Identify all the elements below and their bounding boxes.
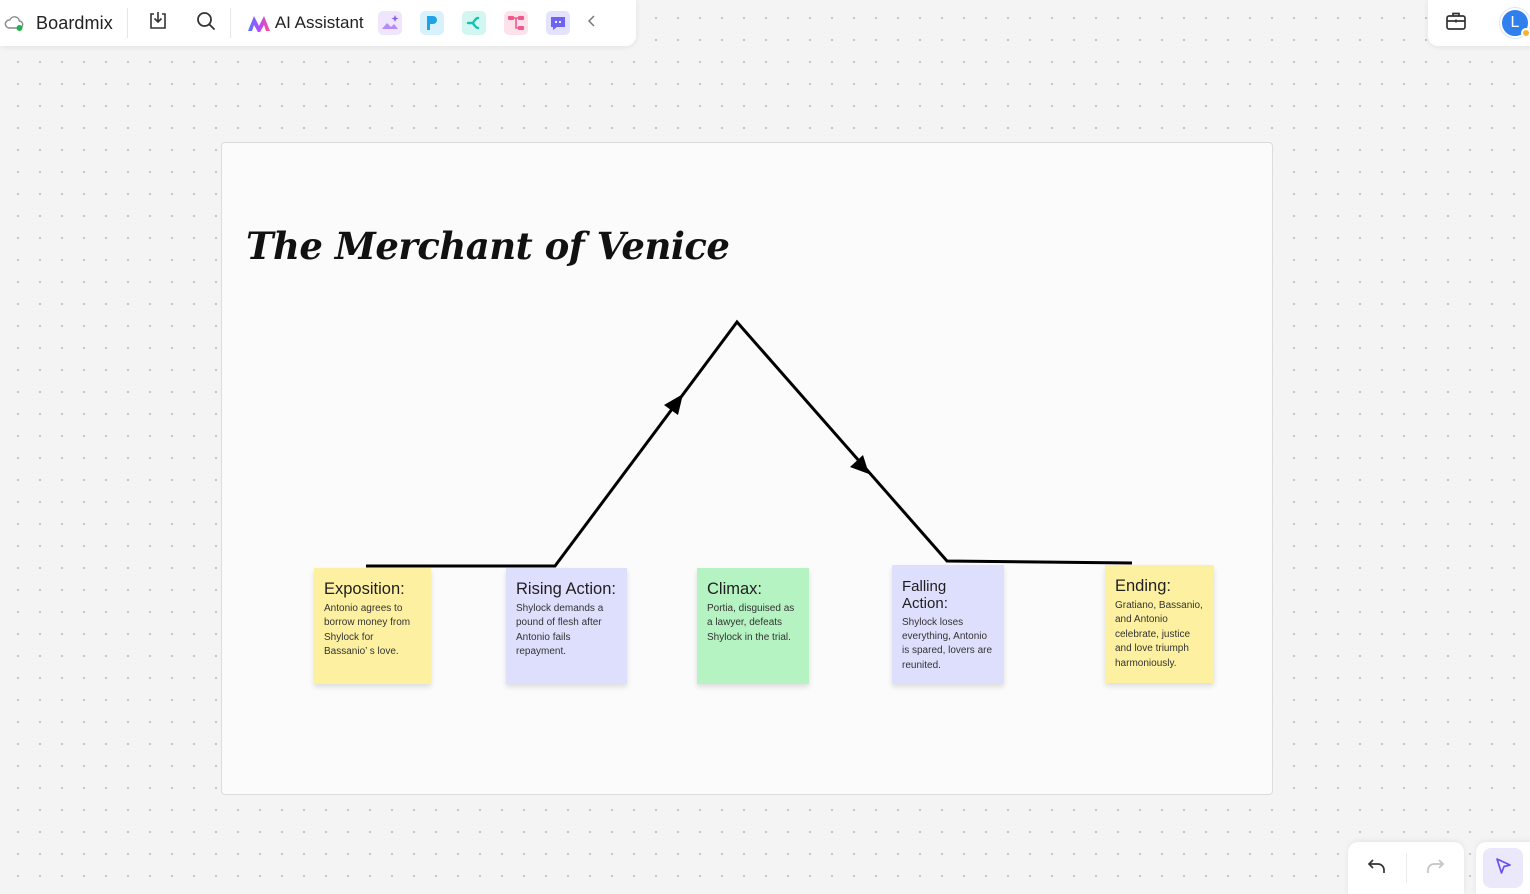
redo-button[interactable] bbox=[1406, 842, 1464, 894]
export-button[interactable] bbox=[134, 0, 182, 46]
download-icon bbox=[147, 10, 169, 37]
sticky-note-falling-action[interactable]: Falling Action: Shylock loses everything… bbox=[892, 565, 1004, 684]
note-heading: Exposition: bbox=[324, 580, 405, 598]
undo-icon bbox=[1367, 857, 1387, 880]
falling-arrowhead bbox=[850, 455, 869, 474]
note-body: Shylock loses everything, Antonio is spa… bbox=[902, 616, 993, 671]
board-title[interactable]: The Merchant of Venice bbox=[246, 224, 730, 268]
toolbox-button[interactable] bbox=[1428, 0, 1484, 46]
ai-chat-icon[interactable] bbox=[545, 11, 570, 35]
note-body: Gratiano, Bassanio, and Antonio celebrat… bbox=[1115, 599, 1203, 669]
toolbox-icon bbox=[1445, 11, 1467, 36]
note-heading: Rising Action: bbox=[516, 580, 616, 598]
tool-panel bbox=[1476, 842, 1530, 894]
redo-icon bbox=[1425, 857, 1445, 880]
presentation-icon[interactable] bbox=[419, 11, 444, 35]
sticky-note-ending[interactable]: Ending: Gratiano, Bassanio, and Antonio … bbox=[1105, 565, 1214, 683]
note-heading: Falling Action: bbox=[902, 578, 948, 613]
history-divider bbox=[1405, 853, 1407, 883]
ai-assistant-icon bbox=[247, 14, 271, 34]
search-button[interactable] bbox=[182, 0, 230, 46]
cloud-sync-icon bbox=[2, 11, 26, 35]
select-tool-button[interactable] bbox=[1483, 848, 1523, 888]
brand-name: Boardmix bbox=[36, 12, 113, 33]
flowchart-icon[interactable] bbox=[503, 11, 528, 35]
toolbar-divider bbox=[126, 8, 128, 38]
sticky-note-exposition[interactable]: Exposition: Antonio agrees to borrow mon… bbox=[314, 568, 431, 684]
note-body: Portia, disguised as a lawyer, defeats S… bbox=[707, 602, 795, 643]
brand[interactable]: Boardmix bbox=[0, 0, 127, 46]
mindmap-icon[interactable] bbox=[461, 11, 486, 35]
board-frame[interactable] bbox=[221, 142, 1273, 795]
plot-line[interactable] bbox=[366, 319, 1133, 568]
sticky-note-climax[interactable]: Climax: Portia, disguised as a lawyer, d… bbox=[697, 568, 809, 684]
note-heading: Ending: bbox=[1115, 577, 1171, 595]
top-right-toolbar: L bbox=[1428, 0, 1530, 46]
note-body: Antonio agrees to borrow money from Shyl… bbox=[324, 602, 411, 658]
note-heading: Climax: bbox=[707, 580, 763, 598]
sticky-note-rising-action[interactable]: Rising Action: Shylock demands a pound o… bbox=[506, 568, 627, 684]
collapse-toolbar-button[interactable] bbox=[582, 0, 602, 46]
avatar[interactable]: L bbox=[1500, 8, 1530, 38]
avatar-initial: L bbox=[1510, 14, 1520, 31]
ai-assistant-button[interactable]: AI Assistant bbox=[231, 0, 588, 46]
toolbar-divider bbox=[229, 8, 231, 38]
history-controls bbox=[1348, 842, 1464, 894]
pointer-icon bbox=[1493, 856, 1513, 881]
ai-image-icon[interactable] bbox=[377, 11, 402, 35]
rising-arrowhead bbox=[664, 394, 683, 415]
main-toolbar: Boardmix AI Assistant bbox=[0, 0, 636, 46]
search-icon bbox=[195, 10, 217, 37]
note-body: Shylock demands a pound of flesh after A… bbox=[516, 602, 604, 658]
chevron-left-icon bbox=[586, 14, 598, 33]
ai-assistant-label: AI Assistant bbox=[274, 13, 364, 32]
undo-button[interactable] bbox=[1348, 842, 1406, 894]
